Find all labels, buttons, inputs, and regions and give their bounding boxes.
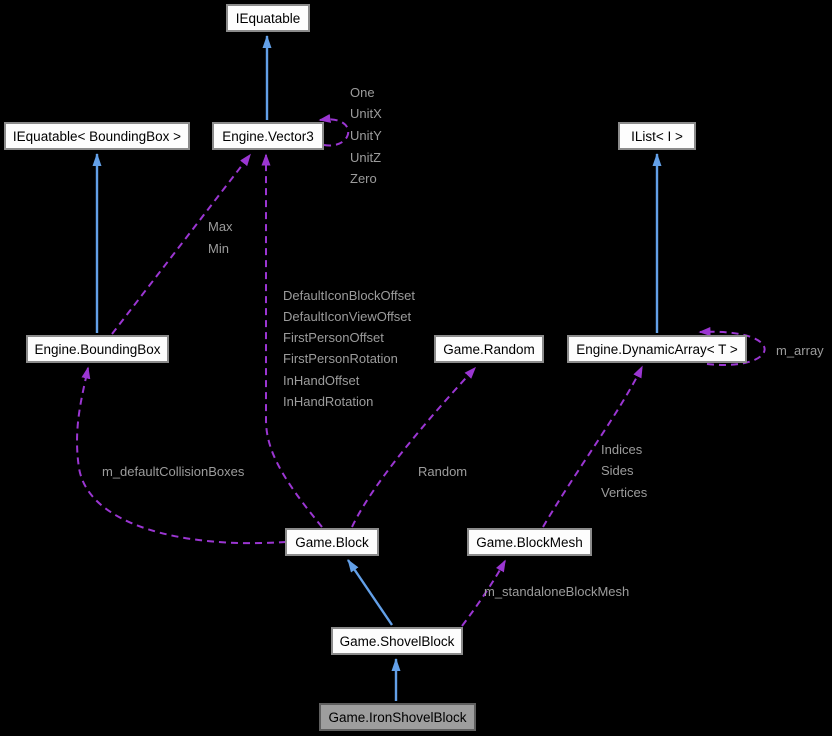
node-game-ironshovelblock: Game.IronShovelBlock [319, 703, 476, 731]
edge-dynamicarray-self-loop [698, 327, 766, 366]
node-game-block[interactable]: Game.Block [285, 528, 379, 556]
edge-label-unitz: UnitZ [350, 150, 382, 165]
edge-vector3-self-loop [318, 114, 350, 147]
edge-shovelblock-to-block-inheritance [347, 559, 393, 626]
edge-label-m-defaultcollisionboxes: m_defaultCollisionBoxes [102, 464, 245, 479]
edge-label-one: One [350, 85, 375, 100]
node-iequatable-boundingbox[interactable]: IEquatable< BoundingBox > [4, 122, 190, 150]
node-game-random[interactable]: Game.Random [434, 335, 544, 363]
edge-label-inhandrotation: InHandRotation [283, 394, 374, 409]
edge-label-max: Max [208, 219, 233, 234]
edge-label-inhandoffset: InHandOffset [283, 373, 360, 388]
edge-label-indices: Indices [601, 442, 643, 457]
edge-blockmesh-to-dynamicarray-usage [542, 365, 643, 528]
edge-block-to-random-usage [351, 366, 477, 528]
edge-label-unitx: UnitX [350, 106, 382, 121]
edge-label-random: Random [418, 464, 468, 479]
node-ilist[interactable]: IList< I > [618, 122, 696, 150]
node-engine-dynamicarray[interactable]: Engine.DynamicArray< T > [567, 335, 747, 363]
edge-shovelblock-to-blockmesh-usage [461, 559, 506, 627]
edge-label-min: Min [208, 241, 229, 256]
node-engine-vector3[interactable]: Engine.Vector3 [212, 122, 324, 150]
edge-label-firstpersonrotation: FirstPersonRotation [283, 351, 398, 366]
edge-label-unity: UnitY [350, 128, 382, 143]
node-engine-boundingbox[interactable]: Engine.BoundingBox [26, 335, 169, 363]
edge-label-defaulticonviewoffset: DefaultIconViewOffset [283, 309, 412, 324]
node-game-blockmesh[interactable]: Game.BlockMesh [467, 528, 592, 556]
node-iequatable[interactable]: IEquatable [226, 4, 310, 32]
node-game-shovelblock[interactable]: Game.ShovelBlock [331, 627, 463, 655]
edge-label-vertices: Vertices [601, 485, 648, 500]
edge-label-zero: Zero [350, 171, 377, 186]
edge-label-sides: Sides [601, 463, 634, 478]
edge-label-m-standaloneblockmesh: m_standaloneBlockMesh [484, 584, 630, 599]
edge-label-m-array: m_array [776, 343, 824, 358]
edge-boundingbox-to-vector3-usage [111, 153, 251, 335]
edge-block-to-vector3-usage [261, 153, 323, 528]
edge-label-defaulticonblockoffset: DefaultIconBlockOffset [283, 288, 415, 303]
edge-block-to-boundingbox-usage [76, 366, 287, 545]
edge-label-firstpersonoffset: FirstPersonOffset [283, 330, 384, 345]
